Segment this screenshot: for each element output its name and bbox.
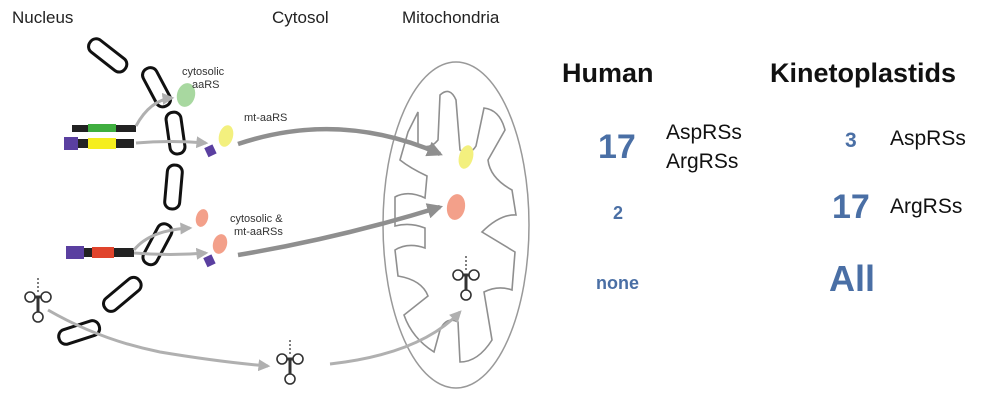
label-mt-aars: mt-aaRS <box>244 112 288 124</box>
mitochondrion <box>382 61 530 389</box>
label-cytosolic-aars: cytosolic aaRS <box>182 66 225 91</box>
kineto-labels-row1: AspRSs <box>890 127 966 150</box>
kineto-value-row1: 3 <box>845 129 857 152</box>
arrow-to-mt-aars <box>135 136 209 149</box>
trna-nucleus-icon <box>24 278 52 323</box>
arrow-dual-to-mito <box>237 203 444 258</box>
arrow-mt-aars-to-mito <box>237 127 443 157</box>
kineto-labels-row2: ArgRSs <box>890 195 963 218</box>
human-value-row2: 2 <box>613 203 624 223</box>
mito-protein-salmon <box>446 194 466 220</box>
arrow-trna-to-cytosol <box>47 308 271 372</box>
kineto-value-row2: 17 <box>832 188 870 226</box>
arrow-to-dual-protein <box>133 247 209 260</box>
mito-protein-yellow <box>458 145 474 169</box>
nuclear-envelope <box>57 37 187 346</box>
protein-mt-aars <box>204 125 234 158</box>
kineto-value-row3: All <box>829 258 876 299</box>
label-dual-aars: cytosolic & mt-aaRSs <box>230 213 283 238</box>
gene-red <box>66 246 134 259</box>
arrow-to-cytosolic-mt-aars <box>132 222 193 251</box>
protein-cytosolic-aars <box>176 83 196 107</box>
human-labels-row1: AspRSs ArgRSs <box>666 121 742 173</box>
label-nucleus: Nucleus <box>12 8 74 27</box>
protein-cytosolic-aars-2 <box>195 209 209 227</box>
trna-mito-icon <box>452 256 480 301</box>
heading-kinetoplastids: Kinetoplastids <box>770 58 957 88</box>
label-cytosol: Cytosol <box>272 8 329 27</box>
trna-cytosol-icon <box>276 340 304 385</box>
arrow-to-cytosolic-aars <box>134 92 175 127</box>
human-value-row3: none <box>596 273 639 293</box>
human-value-row1: 17 <box>598 128 636 166</box>
label-mitochondria: Mitochondria <box>402 8 500 27</box>
heading-human: Human <box>562 58 654 88</box>
transport-arrows <box>47 92 462 372</box>
arrow-trna-to-mito <box>329 310 462 366</box>
protein-dual <box>203 234 228 268</box>
gene-green-yellow <box>64 124 136 150</box>
